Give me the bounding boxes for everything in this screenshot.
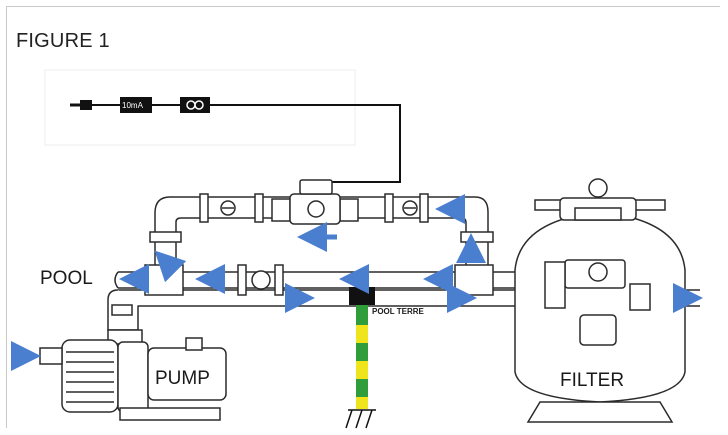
rcd-label: 10mA <box>122 101 143 110</box>
plug-icon <box>70 100 92 110</box>
transformer-icon <box>180 97 210 113</box>
pump-riser-pipe <box>107 289 143 345</box>
ground-icon <box>345 409 376 429</box>
control-cable <box>210 104 401 183</box>
pump-icon <box>39 337 227 421</box>
filter-icon <box>514 178 686 423</box>
arrow-icon <box>154 250 187 283</box>
valve-icon <box>220 200 418 216</box>
pool-label: POOL <box>40 268 93 289</box>
filter-label: FILTER <box>560 370 625 391</box>
salt-cell-icon <box>271 179 359 225</box>
pool-terre-label: POOL TERRE <box>372 307 424 316</box>
pump-label: PUMP <box>155 368 210 389</box>
figure-title: FIGURE 1 <box>16 30 110 52</box>
ground-wire <box>356 305 368 409</box>
figure-frame <box>6 6 720 428</box>
flow-arrows <box>11 194 703 371</box>
rcd-box <box>120 97 152 113</box>
pool-terre-clamp <box>349 287 375 305</box>
